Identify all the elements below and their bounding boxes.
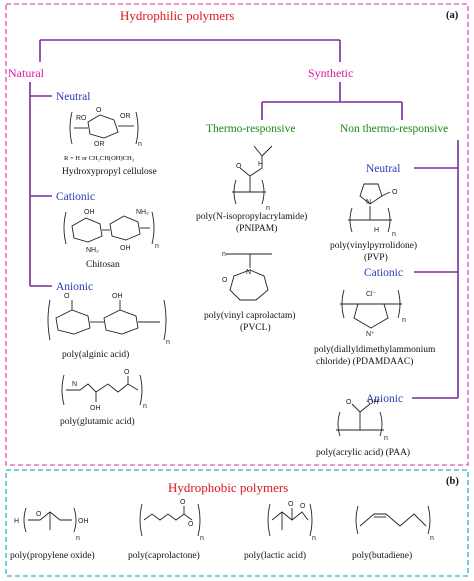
pnipam-name: poly(N-isopropylacrylamide)	[196, 211, 307, 222]
synthetic-label: Synthetic	[308, 66, 353, 80]
pnipam-structure: O H n	[232, 145, 273, 212]
svg-text:O: O	[96, 107, 102, 114]
svg-text:O: O	[300, 503, 306, 510]
pbd-name: poly(butadiene)	[352, 550, 412, 561]
svg-text:n: n	[200, 535, 204, 542]
hydrophilic-title: Hydrophilic polymers	[120, 8, 234, 23]
ppo-name: poly(propylene oxide)	[10, 550, 95, 561]
svg-text:n: n	[222, 251, 226, 258]
svg-text:n: n	[384, 435, 388, 442]
alginic-acid-structure: O OH n	[47, 293, 170, 346]
svg-text:n: n	[166, 339, 170, 346]
svg-text:n: n	[76, 535, 80, 542]
paa-name: poly(acrylic acid) (PAA)	[316, 447, 410, 458]
pla-name: poly(lactic acid)	[244, 550, 306, 561]
pvp-name: poly(vinylpyrrolidone)	[330, 240, 417, 251]
glutamic-acid-name: poly(glutamic acid)	[60, 416, 135, 427]
svg-text:OH: OH	[84, 209, 95, 216]
hpc-r-note: R = H or CH₂CH(OH)CH₃	[64, 155, 134, 162]
svg-text:N⁺: N⁺	[366, 331, 375, 338]
thermo-responsive-label: Thermo-responsive	[206, 123, 295, 135]
pvp-structure: N O H n	[348, 183, 398, 238]
synthetic-neutral-label: Neutral	[366, 163, 400, 175]
svg-text:n: n	[138, 141, 142, 148]
svg-text:n: n	[392, 231, 396, 238]
panel-b-label: (b)	[446, 476, 459, 487]
svg-text:n: n	[155, 243, 159, 250]
svg-text:NH₂: NH₂	[86, 247, 99, 254]
svg-text:O: O	[392, 189, 398, 196]
natural-neutral-label: Neutral	[56, 91, 90, 103]
svg-text:O: O	[64, 293, 70, 300]
alginic-acid-name: poly(alginic acid)	[62, 349, 129, 360]
svg-text:N: N	[72, 381, 77, 388]
svg-text:O: O	[222, 277, 228, 284]
svg-text:O: O	[236, 163, 242, 170]
ppo-structure: H O OH n	[14, 507, 89, 542]
svg-text:O: O	[180, 499, 186, 506]
pvcl-abbr: (PVCL)	[240, 322, 271, 333]
natural-anionic-label: Anionic	[56, 281, 93, 293]
svg-text:O: O	[346, 399, 352, 406]
chitosan-structure: OH NH₂ NH₂ OH n	[63, 209, 159, 254]
svg-text:n: n	[312, 535, 316, 542]
pnipam-abbr: (PNIPAM)	[236, 223, 277, 234]
svg-text:O: O	[124, 369, 130, 376]
svg-text:Cl⁻: Cl⁻	[366, 291, 377, 298]
svg-text:OR: OR	[94, 141, 105, 148]
svg-text:n: n	[143, 403, 147, 410]
svg-text:H: H	[374, 227, 379, 234]
pdadmac-name: poly(diallyldimethylammonium	[314, 344, 436, 355]
panel-a-label: (a)	[446, 10, 459, 21]
synthetic-anionic-label: Anionic	[366, 393, 403, 405]
svg-text:OH: OH	[90, 405, 101, 412]
hydrophobic-title: Hydrophobic polymers	[168, 480, 288, 495]
svg-text:OH: OH	[78, 518, 89, 525]
chitosan-name: Chitosan	[86, 260, 120, 270]
pdadmac-abbr: chloride) (PDAMDAAC)	[316, 356, 413, 367]
paa-structure: O OH n	[336, 399, 388, 442]
panel-b-box	[5, 469, 469, 577]
classification-tree	[29, 39, 459, 399]
pvcl-name: poly(vinyl caprolactam)	[204, 310, 296, 321]
svg-text:OH: OH	[120, 245, 131, 252]
panel-a-box	[5, 3, 469, 466]
svg-text:RO: RO	[76, 115, 87, 122]
pvp-abbr: (PVP)	[364, 252, 388, 263]
hpc-name: Hydroxypropyl cellulose	[62, 167, 157, 177]
svg-text:N: N	[246, 269, 251, 276]
pcl-structure: O O n	[139, 499, 204, 542]
svg-text:OH: OH	[112, 293, 123, 300]
pdadmac-structure: Cl⁻ N⁺ n	[340, 289, 406, 338]
svg-text:n: n	[430, 535, 434, 542]
svg-text:H: H	[14, 518, 19, 525]
svg-text:O: O	[188, 521, 194, 528]
svg-text:NH₂: NH₂	[136, 209, 149, 216]
pla-structure: O O n	[267, 501, 316, 542]
svg-text:N: N	[366, 199, 371, 206]
svg-text:O: O	[36, 511, 42, 518]
svg-text:OR: OR	[120, 113, 131, 120]
natural-label: Natural	[8, 66, 45, 80]
non-thermo-responsive-label: Non thermo-responsive	[340, 123, 448, 135]
glutamic-acid-structure: N O OH n	[61, 369, 147, 412]
pvcl-structure: n N O	[222, 251, 272, 301]
svg-text:n: n	[402, 317, 406, 324]
natural-cationic-label: Cationic	[56, 191, 95, 203]
svg-text:OH: OH	[368, 399, 379, 406]
pcl-name: poly(caprolactone)	[128, 550, 200, 561]
svg-text:n: n	[266, 205, 270, 212]
svg-text:O: O	[288, 501, 294, 508]
pbd-structure: n	[355, 505, 434, 542]
svg-text:H: H	[258, 161, 263, 168]
hydroxypropyl-cellulose-structure: RO O OR OR n	[69, 107, 142, 148]
synthetic-cationic-label: Cationic	[364, 267, 403, 279]
